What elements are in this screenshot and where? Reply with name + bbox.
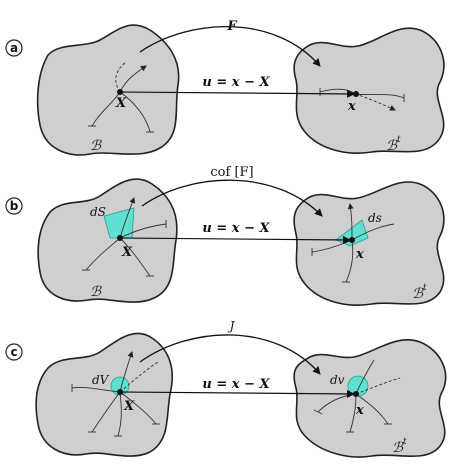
fiber-line (119, 91, 151, 133)
reference-point-c (117, 389, 123, 395)
fiber-line (119, 237, 151, 277)
current-body-c (293, 339, 447, 458)
reference-body-a (36, 24, 180, 156)
reference-point-a (117, 89, 123, 95)
mapping-label-a: F (226, 19, 237, 34)
reference-element-label-b: dS (90, 205, 106, 219)
reference-point-label-b: X (121, 245, 133, 260)
fiber-line (71, 387, 121, 393)
panel-c-label: c (10, 345, 17, 359)
mapping-label-c: J (227, 319, 236, 333)
fiber-line (85, 237, 121, 271)
mapping-arrow-b (141, 179, 323, 217)
current-point-label-b: x (355, 247, 364, 262)
displacement-equation-c: u = x − X (202, 377, 270, 392)
fiber-line (345, 239, 354, 283)
displacement-arrow-b (119, 235, 351, 244)
fiber-line (355, 393, 389, 425)
current-body-superscript-c: t (403, 437, 407, 447)
current-element-label-c: dv (330, 373, 345, 387)
panel-c-badge (5, 343, 23, 361)
fiber-line (119, 351, 134, 393)
current-point-label-a: x (347, 99, 356, 114)
current-point-b (349, 237, 355, 243)
current-body-superscript-b: t (423, 283, 427, 293)
panel-a: a F u = x − X X x ℬ ℬ t (5, 19, 445, 156)
fiber-line (349, 393, 357, 433)
current-body-label-c: ℬ (392, 440, 404, 456)
reference-body-label-a: ℬ (90, 138, 102, 154)
displacement-arrow-c (119, 389, 355, 398)
panel-a-badge (5, 39, 23, 57)
panel-c: c J u = x − X X x dV (5, 319, 447, 458)
fiber-line (351, 223, 395, 241)
fiber-line (115, 61, 127, 93)
displacement-arrow-a (119, 89, 355, 98)
fiber-line (354, 93, 396, 111)
current-body-a (293, 27, 445, 154)
fiber-line (119, 391, 157, 425)
mapping-label-b: cof [F] (210, 165, 253, 180)
fiber-line (355, 359, 375, 395)
displacement-equation-a: u = x − X (202, 75, 270, 90)
current-element-label-b: ds (368, 211, 382, 225)
fiber-line (119, 223, 167, 239)
reference-body-b (37, 178, 178, 303)
fiber-line (119, 361, 159, 393)
current-point-c (353, 391, 359, 397)
mapping-arrow-a (139, 25, 321, 67)
panel-b: b cof [F] u = x − X X x dS ds ℬ ℬ (5, 165, 445, 306)
fiber-line (119, 65, 147, 93)
panel-b-label: b (10, 199, 19, 213)
current-point-label-c: x (355, 403, 364, 418)
current-body-label-b: ℬ (412, 286, 424, 302)
reference-element-label-c: dV (92, 373, 110, 387)
fiber-line (91, 391, 121, 433)
current-body-superscript-a: t (397, 135, 401, 145)
panel-a-label: a (10, 41, 18, 55)
fiber-line (117, 391, 122, 437)
reference-point-label-c: X (123, 399, 135, 414)
displacement-equation-b: u = x − X (202, 221, 270, 236)
current-body-b (293, 181, 445, 306)
current-point-a (353, 91, 359, 97)
fiber-line (347, 203, 354, 241)
panel-b-badge (5, 197, 23, 215)
current-body-label-a: ℬ (386, 138, 398, 154)
reference-point-b (117, 235, 123, 241)
reference-body-label-b: ℬ (90, 284, 102, 300)
reference-point-label-a: X (115, 96, 127, 111)
mapping-arrow-c (139, 334, 321, 375)
fiber-line (91, 91, 121, 127)
fiber-line (119, 197, 136, 239)
reference-body-c (35, 332, 174, 457)
